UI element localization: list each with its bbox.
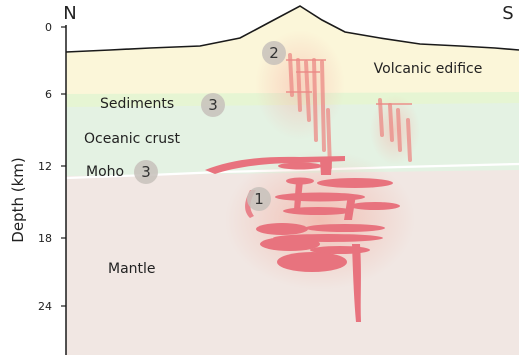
svg-text:3: 3 — [141, 163, 151, 181]
secondary-shallow-glow — [370, 95, 420, 165]
mantle-label: Mantle — [108, 261, 156, 277]
svg-text:2: 2 — [269, 44, 279, 62]
y-tick-12: 12 — [38, 160, 52, 173]
y-axis-label: Depth (km) — [9, 157, 27, 242]
svg-text:1: 1 — [254, 190, 264, 208]
marker-3-moho: 3 — [134, 160, 158, 184]
marker-1: 1 — [247, 187, 271, 211]
marker-2: 2 — [262, 41, 286, 65]
y-tick-18: 18 — [38, 232, 52, 245]
moho-label: Moho — [86, 164, 124, 180]
y-tick-0: 0 — [45, 21, 52, 34]
sediments-label: Sediments — [100, 96, 174, 112]
svg-text:3: 3 — [208, 96, 218, 114]
oceanic-crust-label: Oceanic crust — [84, 131, 180, 147]
north-label: N — [63, 3, 76, 24]
marker-3-sediments: 3 — [201, 93, 225, 117]
y-tick-6: 6 — [45, 88, 52, 101]
volcanic-edifice-label: Volcanic edifice — [374, 61, 483, 77]
y-tick-24: 24 — [38, 300, 52, 313]
south-label: S — [502, 3, 513, 24]
